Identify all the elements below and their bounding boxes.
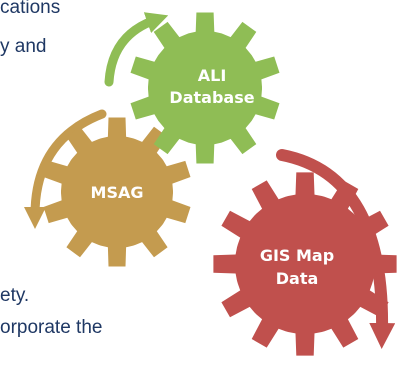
- body-text-fragment-3: ety.: [0, 285, 30, 306]
- gear-msag: MSAG: [43, 117, 191, 267]
- gear-msag-icon: [43, 117, 191, 267]
- gear-ali-database: ALI Database: [130, 12, 280, 164]
- arrow-green-icon: [104, 12, 169, 87]
- body-text-fragment-1: cations: [0, 0, 61, 18]
- ali-label-line1: ALI: [198, 66, 227, 85]
- gis-label-line1: GIS Map: [260, 246, 334, 265]
- body-text-fragment-2: y and: [0, 36, 47, 57]
- body-text-fragment-4: orporate the: [0, 317, 103, 338]
- gis-label-line2: Data: [276, 269, 319, 288]
- gear-ali-icon: [130, 12, 280, 164]
- msag-label: MSAG: [91, 183, 144, 202]
- arrow-tan-icon: [24, 109, 107, 229]
- gear-gis-icon: [213, 172, 397, 356]
- arrow-red-icon: [276, 149, 396, 349]
- ali-label-line2: Database: [169, 88, 254, 107]
- gear-gis-map-data: GIS Map Data: [213, 172, 397, 356]
